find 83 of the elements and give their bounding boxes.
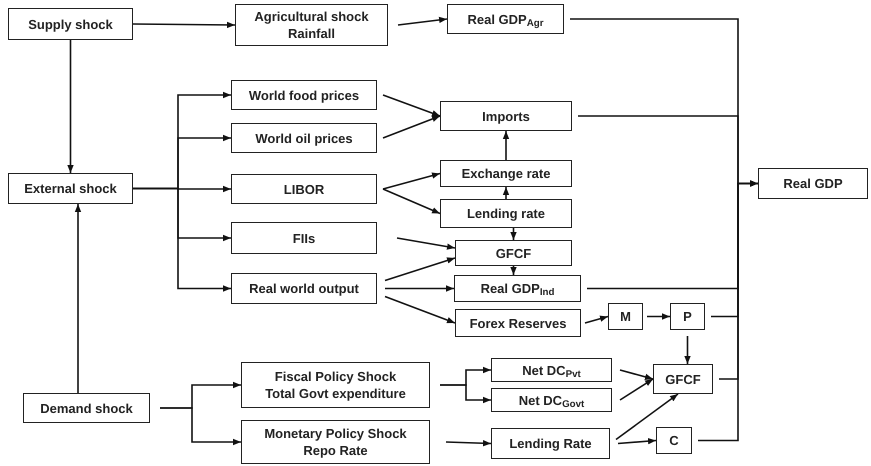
box-label: FIIs xyxy=(292,230,316,246)
process-box xyxy=(656,427,692,454)
process-box xyxy=(454,275,581,302)
process-box xyxy=(231,123,377,153)
box-label: Fiscal Policy Shock xyxy=(274,368,396,385)
box-label: Supply shock xyxy=(28,16,113,32)
box-label: Real GDP$_{Agr}$ xyxy=(467,10,544,28)
arrow xyxy=(133,22,235,28)
arrow xyxy=(382,172,440,190)
arrow xyxy=(74,204,82,393)
process-box xyxy=(670,303,705,330)
box-label: Net DC$_{Pvt}$ xyxy=(522,362,581,378)
box-label: Demand shock xyxy=(40,400,133,416)
box-label: Agricultural shock xyxy=(254,8,369,25)
box-label: External shock xyxy=(24,180,117,197)
arrow xyxy=(67,40,74,173)
arrow xyxy=(584,316,608,324)
arrow xyxy=(396,237,456,250)
process-box xyxy=(231,273,377,304)
box-label: Exchange rate xyxy=(462,165,550,182)
box-label: LIBOR xyxy=(284,180,324,198)
arrow xyxy=(616,393,678,440)
process-box xyxy=(8,8,133,40)
process-box xyxy=(440,101,572,131)
process-box xyxy=(447,4,564,34)
box-label: Total Govt expenditure xyxy=(265,385,406,402)
box-label: Lending rate xyxy=(466,205,545,222)
process-box xyxy=(231,174,377,204)
box-label: Repo Rate xyxy=(303,442,368,459)
arrow xyxy=(618,438,656,444)
box-label: M xyxy=(620,308,631,325)
box-label: Forex Reserves xyxy=(470,314,566,332)
arrow xyxy=(440,384,491,404)
arrow xyxy=(384,257,456,282)
process-box xyxy=(235,4,388,46)
process-box xyxy=(491,388,612,412)
arrow xyxy=(382,188,440,214)
arrow xyxy=(502,187,510,199)
arrow xyxy=(382,94,440,117)
process-box xyxy=(241,420,430,464)
process-box xyxy=(440,199,572,228)
process-box xyxy=(455,240,572,266)
arrow xyxy=(510,228,517,240)
process-box xyxy=(491,358,612,382)
arrow xyxy=(133,188,231,292)
box-label: Rainfall xyxy=(288,25,335,42)
box-label: C xyxy=(669,432,679,449)
process-box xyxy=(455,309,581,337)
box-label: World oil prices xyxy=(255,130,353,146)
arrow xyxy=(385,285,454,292)
process-box xyxy=(608,303,643,330)
process-box xyxy=(653,364,713,394)
process-box xyxy=(758,168,868,199)
arrow xyxy=(510,266,517,275)
arrow xyxy=(647,313,670,320)
arrow xyxy=(684,336,691,364)
box-label: GFCF xyxy=(665,370,701,388)
box-label: Imports xyxy=(482,108,530,124)
process-box xyxy=(8,173,133,204)
arrow xyxy=(160,407,241,446)
box-label: GFCF xyxy=(496,244,532,262)
arrow xyxy=(620,369,654,380)
process-box xyxy=(440,160,572,187)
arrow xyxy=(502,131,510,160)
box-label: Net DC$_{Govt}$ xyxy=(518,392,584,408)
process-box xyxy=(23,393,150,423)
box-label: Lending Rate xyxy=(509,435,592,452)
process-box xyxy=(231,222,377,254)
box-label: Real world output xyxy=(249,280,359,297)
arrow xyxy=(446,440,492,446)
process-box xyxy=(241,362,430,408)
arrow xyxy=(620,378,654,401)
box-label: Real GDP xyxy=(783,175,843,192)
process-box xyxy=(231,80,377,110)
process-box xyxy=(491,428,610,459)
arrow xyxy=(698,180,758,442)
box-label: Real GDP$_{Ind}$ xyxy=(480,280,554,297)
arrow xyxy=(382,115,440,139)
box-label: P xyxy=(683,308,692,325)
box-label: Monetary Policy Shock xyxy=(264,425,407,442)
arrow xyxy=(398,16,448,26)
arrow xyxy=(384,296,456,324)
box-label: World food prices xyxy=(248,86,360,104)
